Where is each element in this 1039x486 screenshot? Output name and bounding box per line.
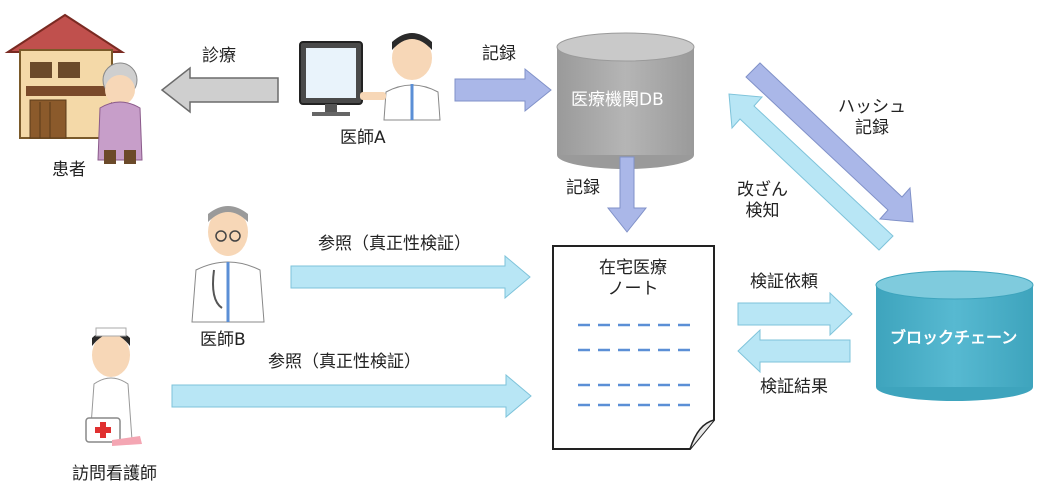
hospital-db-cylinder <box>556 32 695 169</box>
doctor-a-label: 医師A <box>340 128 386 148</box>
monitor-icon <box>299 41 363 116</box>
nurse-label: 訪問看護師 <box>72 464 157 484</box>
hash-record-line2: 記録 <box>855 118 889 139</box>
tamper-detect-line1: 改ざん <box>737 180 788 200</box>
doctor-b-label: 医師B <box>200 330 246 350</box>
verify-result-arrow <box>737 328 851 374</box>
tamper-detect-line2: 検知 <box>745 201 780 222</box>
doctor-a-icon <box>360 33 441 121</box>
verify-request-label: 検証依頼 <box>750 272 818 292</box>
blockchain-cylinder <box>875 270 1034 401</box>
hash-record-label: ハッシュ 記録 <box>838 97 906 140</box>
house-icon <box>4 13 126 139</box>
record-to-note-label: 記録 <box>566 178 600 198</box>
verify-result-label: 検証結果 <box>760 377 828 397</box>
tamper-detect-label: 改ざん 検知 <box>737 180 788 223</box>
doctor-b-icon <box>191 206 265 323</box>
blockchain-label: ブロックチェーン <box>890 328 1018 347</box>
tamper-detect-arrow <box>728 93 894 251</box>
note-title-line1: 在宅医療 <box>599 258 667 278</box>
ref-doctor-b-arrow <box>290 254 531 300</box>
hospital-db-label: 医療機関DB <box>571 90 664 110</box>
home-care-note-document <box>552 245 715 450</box>
patient-icon <box>97 62 143 164</box>
patient-label: 患者 <box>52 160 86 180</box>
record-to-db-arrow <box>454 67 552 113</box>
note-title: 在宅医療 ノート <box>593 258 673 301</box>
verify-request-arrow <box>737 291 853 337</box>
diagnosis-arrow <box>160 66 279 114</box>
hash-record-line1: ハッシュ <box>838 97 906 117</box>
record-to-note-arrow <box>606 156 648 233</box>
ref-nurse-arrow <box>171 373 532 419</box>
ref-doctor-b-label: 参照（真正性検証） <box>318 234 471 254</box>
record-to-db-label: 記録 <box>482 44 516 64</box>
hash-record-arrow <box>745 62 914 223</box>
note-title-line2: ノート <box>607 279 659 300</box>
diagnosis-label: 診療 <box>202 46 236 66</box>
ref-nurse-label: 参照（真正性検証） <box>268 352 421 372</box>
nurse-icon <box>85 327 142 446</box>
